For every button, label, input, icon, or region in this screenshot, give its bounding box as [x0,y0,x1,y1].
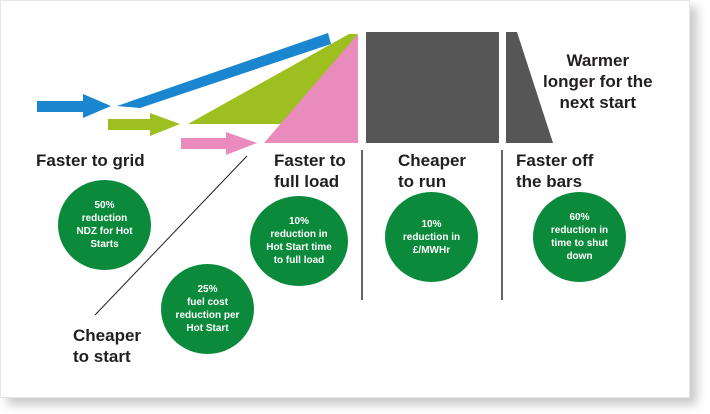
lime-arrow-head [150,113,180,136]
benefit-circle-shut-down: 60% reduction in time to shut down [533,192,626,282]
pink-arrow-head [226,132,257,155]
blue-ramp [117,33,331,108]
label-cheaper-to-run: Cheaper to run [398,151,467,191]
label-faster-to-grid: Faster to grid [36,151,145,170]
label-faster-off-the-bars: Faster off the bars [516,151,594,191]
run-block [366,32,499,143]
label-faster-to-full-load: Faster to full load [274,151,346,191]
pointer-line [94,155,248,316]
label-cheaper-to-start: Cheaper to start [73,326,142,366]
benefit-circle-full-load: 10% reduction in Hot Start time to full … [250,196,348,286]
shutdown-ramp [506,32,553,143]
pink-ramp [264,34,358,143]
blue-arrow-head [83,94,111,118]
benefit-circle-run-cost: 10% reduction in £/MWHr [385,192,478,282]
pink-arrow-shaft [181,138,229,149]
blue-arrow-shaft [37,101,87,112]
lime-arrow-shaft [108,119,153,130]
benefit-circle-ndz: 50% reduction NDZ for Hot Starts [58,180,151,270]
label-warmer-longer: Warmer longer for the next start [543,51,653,112]
benefit-circle-fuel: 25% fuel cost reduction per Hot Start [161,264,254,354]
